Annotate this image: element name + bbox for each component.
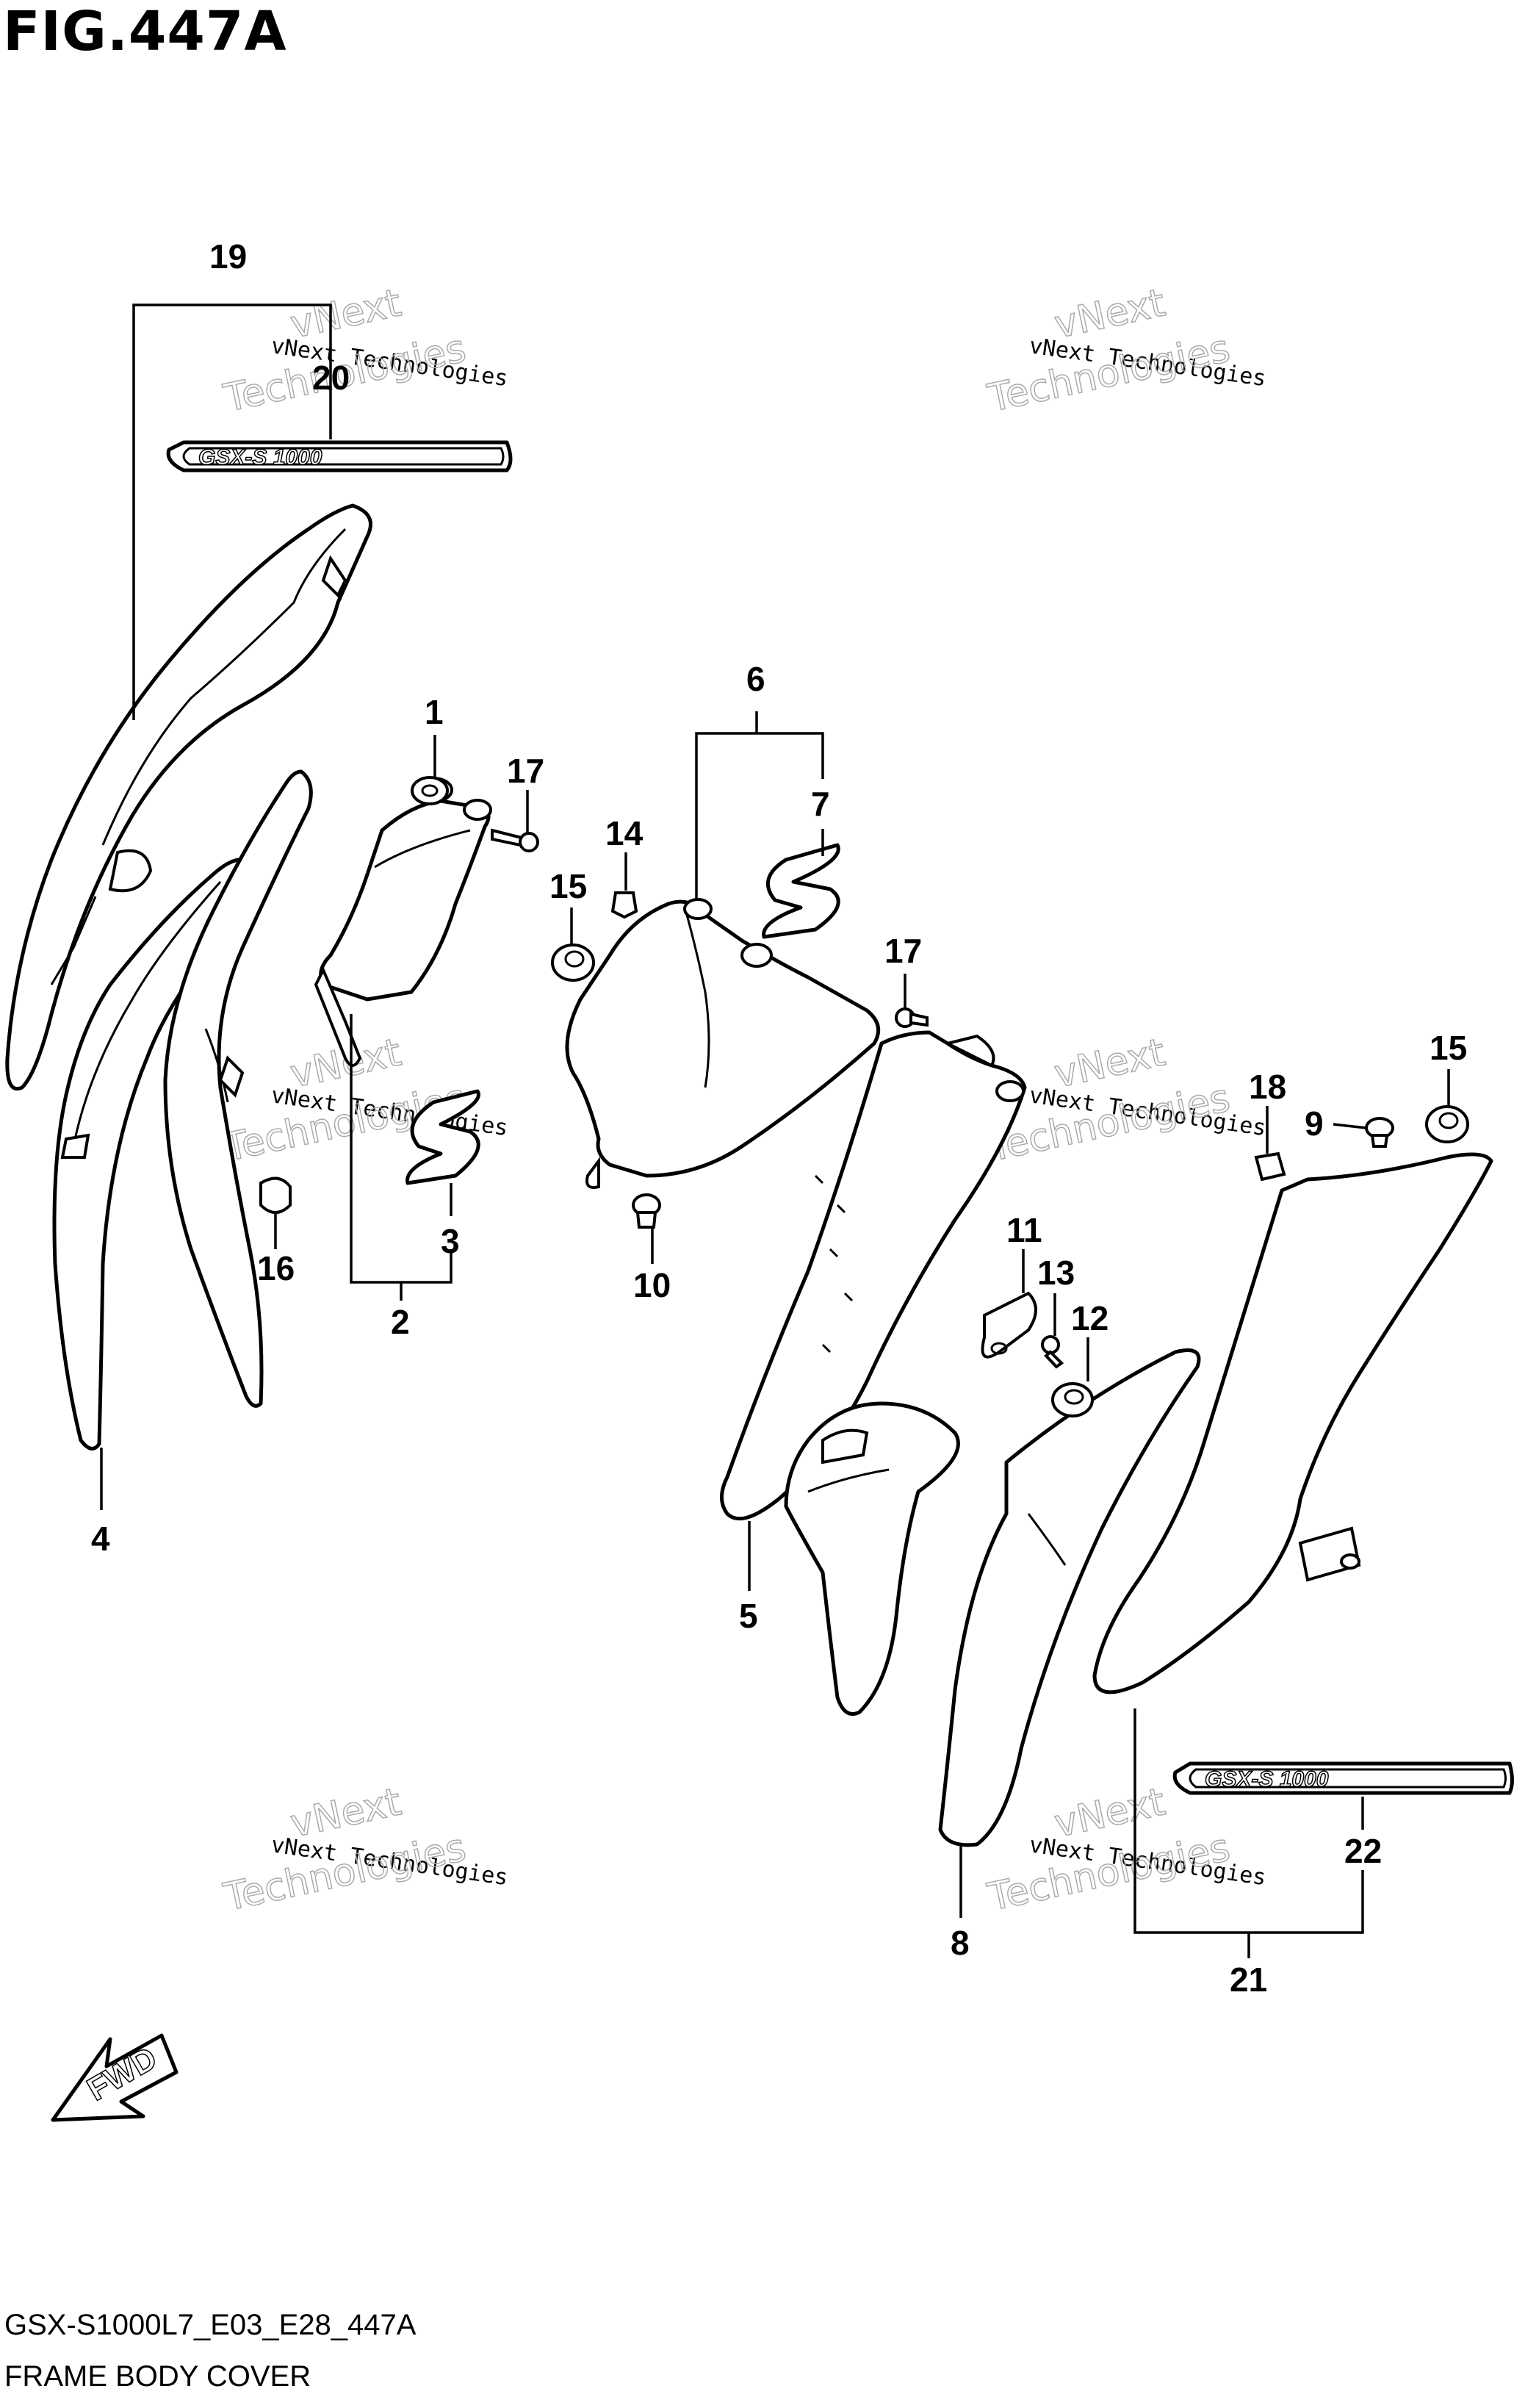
emblem-s-left [405, 1089, 480, 1185]
grommet-part-12 [1051, 1382, 1094, 1417]
grommet-part-15-right [1425, 1105, 1469, 1143]
watermark-bottom-right: vNext vNext Technologies Technologies [984, 1780, 1268, 1921]
callout-4: 4 [91, 1520, 110, 1558]
svg-text:GSX-S 1000: GSX-S 1000 [1205, 1767, 1329, 1791]
watermark-top-right: vNext vNext Technologies Technologies [984, 281, 1268, 422]
emblem-left: GSX-S 1000 [166, 440, 513, 472]
center-upper-cover [565, 898, 881, 1189]
watermark-bottom-left: vNext vNext Technologies Technologies [220, 1780, 510, 1921]
callout-10: 10 [633, 1266, 671, 1304]
callout-11: 11 [1006, 1211, 1042, 1249]
nut-part-18 [1254, 1151, 1286, 1182]
callout-17-right: 17 [884, 932, 922, 970]
callout-19: 19 [209, 237, 247, 276]
svg-text:vNext: vNext [1050, 281, 1169, 347]
callout-6: 6 [746, 660, 765, 698]
model-code: GSX-S1000L7_E03_E28_447A [4, 2309, 417, 2341]
bracket-part-11 [981, 1291, 1037, 1359]
screw-part-13 [1041, 1335, 1064, 1369]
grommet-part-1 [411, 776, 449, 805]
callout-9: 9 [1305, 1104, 1324, 1143]
callout-17-left: 17 [507, 752, 544, 790]
callout-15-right: 15 [1430, 1029, 1467, 1067]
svg-text:vNext: vNext [1050, 1780, 1169, 1846]
fwd-arrow: FWD [51, 2033, 179, 2122]
screw-part-17-left [491, 828, 539, 852]
clip-part-14 [610, 891, 638, 919]
bolt-part-10 [632, 1193, 661, 1229]
watermark-mid-right: vNext vNext Technologies Technologies [984, 1030, 1268, 1171]
callout-8: 8 [951, 1924, 970, 1962]
section-title: FRAME BODY COVER [4, 2360, 311, 2393]
screw-part-17-right [895, 1007, 929, 1028]
center-lower-cover [784, 1401, 960, 1716]
callout-18: 18 [1249, 1068, 1286, 1106]
figure-title: FIG.447A [3, 0, 287, 63]
grommet-part-15-left [551, 944, 595, 982]
callout-13: 13 [1037, 1254, 1075, 1292]
callout-22: 22 [1344, 1832, 1382, 1870]
bolt-part-9 [1365, 1117, 1394, 1148]
svg-text:GSX-S 1000: GSX-S 1000 [198, 445, 322, 470]
callout-21: 21 [1230, 1960, 1267, 1999]
callout-5: 5 [739, 1597, 758, 1635]
callout-7: 7 [811, 785, 830, 823]
left-narrow-strip [163, 769, 313, 1408]
left-side-cover [5, 503, 372, 1090]
emblem-right: GSX-S 1000 [1172, 1761, 1514, 1795]
callout-14: 14 [605, 814, 644, 852]
callout-1: 1 [425, 693, 444, 731]
plug-part-16 [259, 1176, 292, 1214]
callout-15-left: 15 [549, 867, 587, 905]
right-lower-panel [938, 1348, 1201, 1847]
leader-lines [100, 303, 1450, 1958]
svg-text:Technologies: Technologies [984, 1826, 1233, 1920]
callout-12: 12 [1071, 1299, 1109, 1337]
bracket-left [314, 777, 492, 1067]
watermark-top-left: vNext vNext Technologies Technologies [220, 281, 510, 422]
left-inner-panel [52, 858, 254, 1451]
svg-text:Technologies: Technologies [220, 1826, 469, 1920]
emblem-s-right [762, 843, 840, 939]
svg-text:vNext: vNext [1050, 1030, 1169, 1096]
svg-text:Technologies: Technologies [984, 327, 1233, 421]
callout-3: 3 [441, 1222, 460, 1260]
right-side-cover [1092, 1152, 1493, 1694]
callout-labels: 19 20 1 17 14 15 16 3 2 4 6 7 10 17 5 11… [91, 237, 1467, 1999]
callout-2: 2 [391, 1303, 410, 1341]
callout-20: 20 [312, 359, 350, 397]
callout-16: 16 [257, 1249, 295, 1287]
